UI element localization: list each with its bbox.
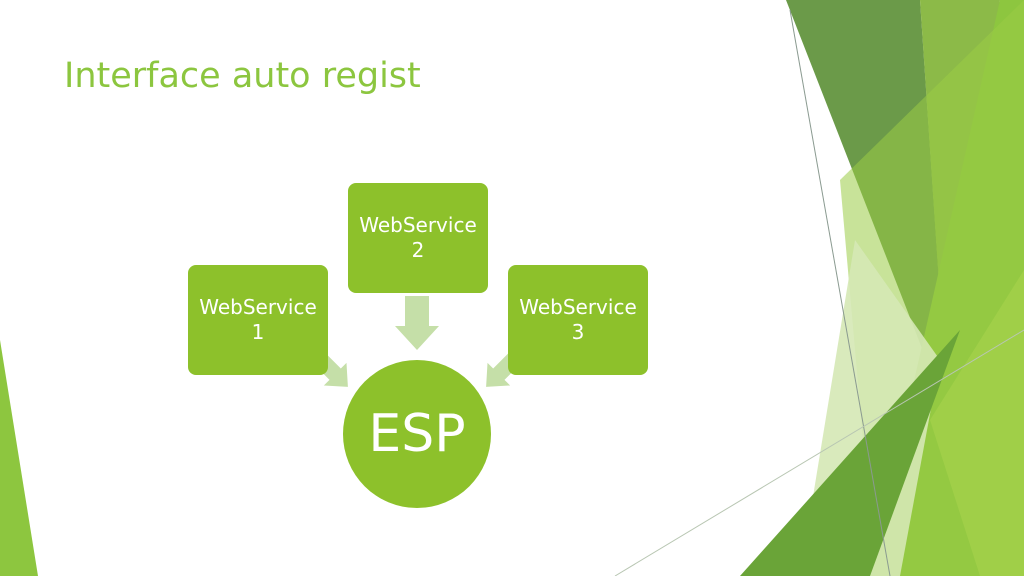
node-webservice-1: WebService 1 bbox=[188, 265, 328, 375]
arrow-ws2-to-esp bbox=[395, 296, 439, 350]
node-webservice-3: WebService 3 bbox=[508, 265, 648, 375]
right-corner-shape bbox=[930, 270, 1024, 576]
decor-line-2 bbox=[614, 329, 1024, 576]
slide-title: Interface auto regist bbox=[64, 56, 421, 96]
decor-line-1 bbox=[789, 9, 891, 576]
right-lower-shape bbox=[740, 330, 960, 576]
node-label: ESP bbox=[368, 404, 466, 464]
node-webservice-2: WebService 2 bbox=[348, 183, 488, 293]
node-label: WebService 2 bbox=[359, 213, 477, 262]
left-edge-shape bbox=[0, 340, 38, 576]
node-esp: ESP bbox=[343, 360, 491, 508]
node-label: WebService 1 bbox=[199, 295, 317, 344]
node-label: WebService 3 bbox=[519, 295, 637, 344]
